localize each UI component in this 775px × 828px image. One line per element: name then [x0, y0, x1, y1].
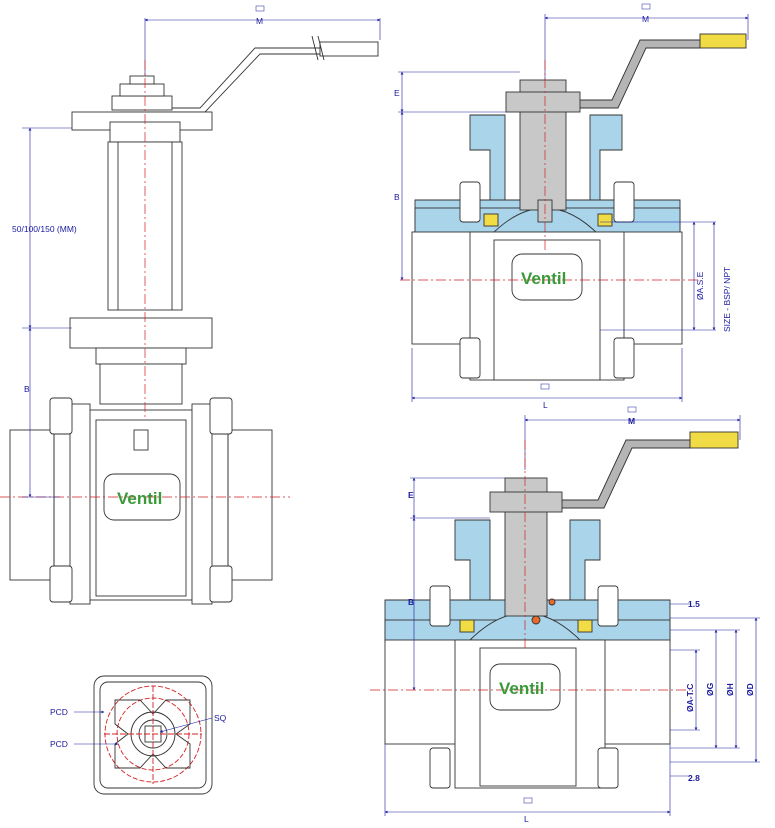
tri-clamp-section-view: [384, 406, 741, 789]
dim-b-left: B: [24, 384, 30, 394]
dim-h: ØH: [725, 683, 735, 696]
top-pad-view: [93, 675, 213, 795]
dim-g: ØG: [705, 682, 715, 696]
dim-l-triclamp: L: [524, 814, 529, 824]
dim-m-left: M: [256, 16, 263, 26]
ventil-logo-3: Ventil: [499, 679, 544, 698]
dim-e-triclamp: E: [408, 490, 414, 500]
dim-b-threaded: B: [394, 192, 400, 202]
dim-size-threaded: SIZE - BSP/ NPT: [722, 267, 732, 332]
ventil-logo-2: Ventil: [521, 269, 566, 288]
threaded-section-view: [411, 3, 749, 381]
tri-clamp-dimensions: [384, 477, 760, 816]
label-pcd-2: PCD: [50, 739, 68, 749]
dim-1-5: 1.5: [688, 599, 700, 609]
label-sq: SQ: [214, 713, 227, 723]
dim-e-threaded: E: [394, 88, 400, 98]
dim-stem-extension: 50/100/150 (MM): [12, 224, 77, 234]
dim-b-triclamp: B: [408, 597, 414, 607]
dim-d: ØD: [745, 683, 755, 696]
pad-leaders: [74, 710, 213, 746]
stem-extension-dimension: [22, 127, 72, 498]
dim-bore-triclamp: ØA-T.C: [685, 684, 695, 712]
label-pcd-1: PCD: [50, 707, 68, 717]
extended-stem-view: [9, 5, 381, 605]
dim-2-8: 2.8: [688, 773, 700, 783]
dim-m-threaded: M: [642, 14, 649, 24]
dim-l-threaded: L: [543, 400, 548, 410]
ventil-logo-1: Ventil: [117, 489, 162, 508]
threaded-dimensions: [398, 71, 716, 402]
dim-bore-threaded: ØA.S.E: [695, 271, 705, 300]
dim-m-triclamp: M: [628, 416, 635, 426]
